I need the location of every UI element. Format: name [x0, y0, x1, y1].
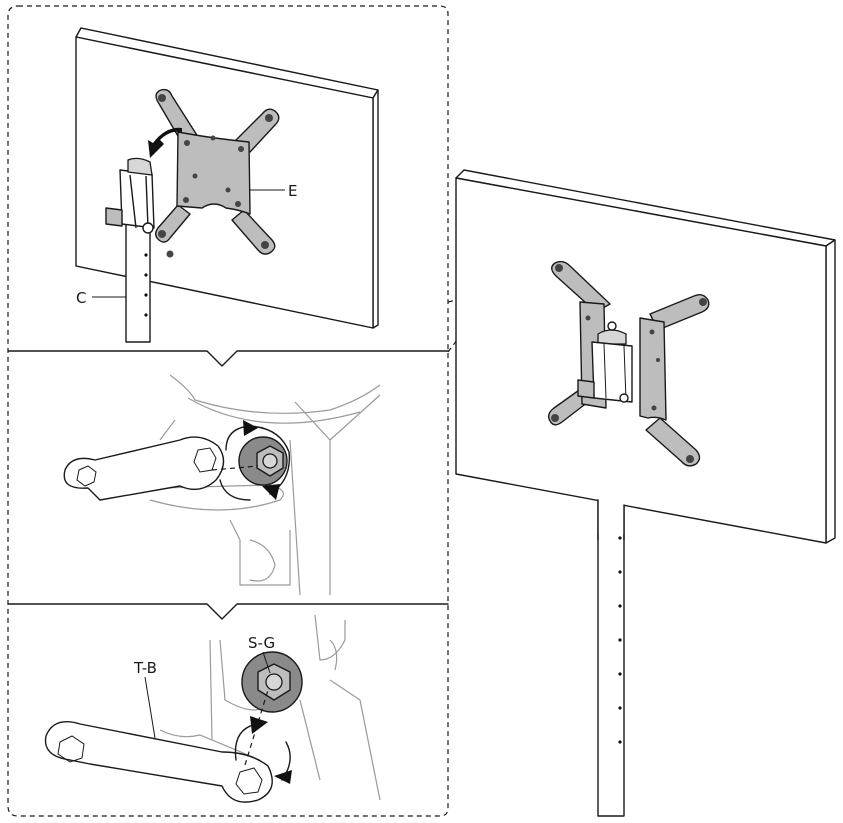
panel-3-securing: S-G T-B	[44, 614, 381, 803]
tighten-arrow-1b	[219, 479, 251, 501]
label-s-g: S-G	[248, 634, 275, 652]
main-view-monitor-stand	[455, 169, 836, 817]
panel-2-tightening	[63, 374, 381, 596]
label-e: E	[288, 182, 297, 200]
tighten-arrow-1	[225, 425, 291, 495]
panel-1-monitor-back: E C	[75, 27, 379, 343]
label-t-b: T-B	[133, 659, 157, 677]
bracket-plate-right	[639, 317, 667, 421]
wrench-t-b	[44, 721, 273, 803]
monitor-side-edge	[825, 239, 836, 544]
rotate-arrow	[148, 127, 182, 158]
wrench-panel-2	[63, 436, 225, 501]
panel-divider-1	[7, 350, 449, 367]
label-c: C	[76, 289, 86, 307]
panel-divider-2	[7, 603, 449, 620]
